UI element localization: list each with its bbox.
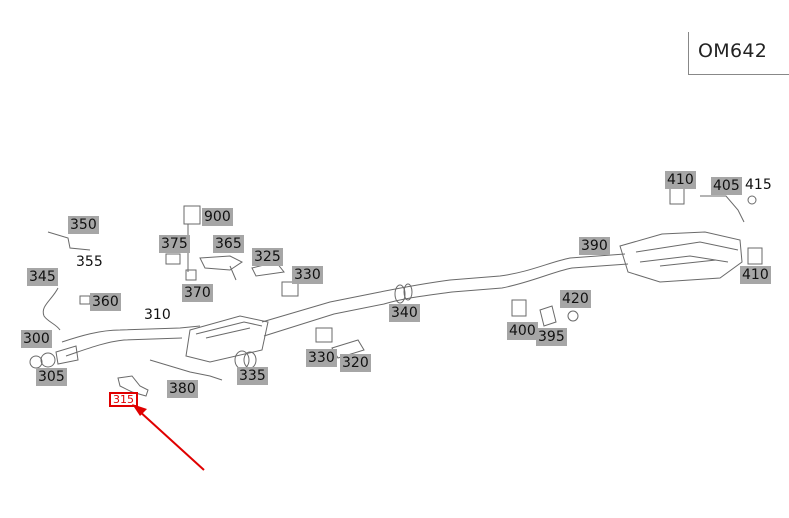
callout-365[interactable]: 365 [213,235,244,253]
hanger-330a [281,281,299,297]
flexpipe-300 [55,345,79,365]
callout-400[interactable]: 400 [507,322,538,340]
engine-model-label: OM642 [698,40,768,62]
rear-muffler [619,231,743,283]
callout-375[interactable]: 375 [159,235,190,253]
callout-405[interactable]: 405 [711,177,742,195]
highlight-arrow-line [137,409,205,471]
callout-395[interactable]: 395 [536,328,567,346]
callout-370[interactable]: 370 [182,284,213,302]
front-pipe-310-lower [65,337,183,357]
seal-305b [40,352,56,368]
front-pipe-310 [61,325,201,343]
callout-380[interactable]: 380 [167,380,198,398]
catalytic-converter [185,315,269,363]
callout-360[interactable]: 360 [90,293,121,311]
callout-420[interactable]: 420 [560,290,591,308]
callout-325[interactable]: 325 [252,248,283,266]
hanger-410b [747,247,763,265]
callout-340[interactable]: 340 [389,304,420,322]
middle-pipe-lower [263,263,629,337]
callout-330-lower[interactable]: 330 [306,349,337,367]
seal-305a [29,355,43,369]
clamp-340 [394,284,406,304]
callout-410-upper[interactable]: 410 [665,171,696,189]
hanger-410a [669,187,685,205]
callout-300[interactable]: 300 [21,330,52,348]
callout-355[interactable]: 355 [76,254,103,270]
callout-390[interactable]: 390 [579,237,610,255]
hanger-400 [511,299,527,317]
callout-315-highlighted[interactable]: 315 [109,392,138,407]
nut-370 [185,269,197,281]
sensor-cable-350 [47,231,91,251]
callout-330-upper[interactable]: 330 [292,266,323,284]
sensor-360 [79,295,91,305]
bracket-315 [117,375,149,397]
bracket-395 [539,305,557,327]
highlight-arrow-head [132,404,147,416]
callout-345[interactable]: 345 [27,268,58,286]
callout-310[interactable]: 310 [144,307,171,323]
ring-415 [747,195,757,205]
callout-350[interactable]: 350 [68,216,99,234]
callout-410-lower[interactable]: 410 [740,266,771,284]
ring-420 [567,310,579,322]
sensor-cable-345 [42,287,61,331]
hanger-330b [315,327,333,343]
callout-320[interactable]: 320 [340,354,371,372]
callout-415[interactable]: 415 [745,177,772,193]
sensor-900 [183,205,201,225]
clip-375 [165,253,181,265]
middle-pipe [261,253,626,323]
sensor-cable-380 [149,359,223,381]
model-label-frame [688,32,789,75]
callout-335[interactable]: 335 [237,367,268,385]
bracket-365 [199,255,243,271]
callout-900[interactable]: 900 [202,208,233,226]
bracket-405 [700,195,745,223]
callout-305[interactable]: 305 [36,368,67,386]
